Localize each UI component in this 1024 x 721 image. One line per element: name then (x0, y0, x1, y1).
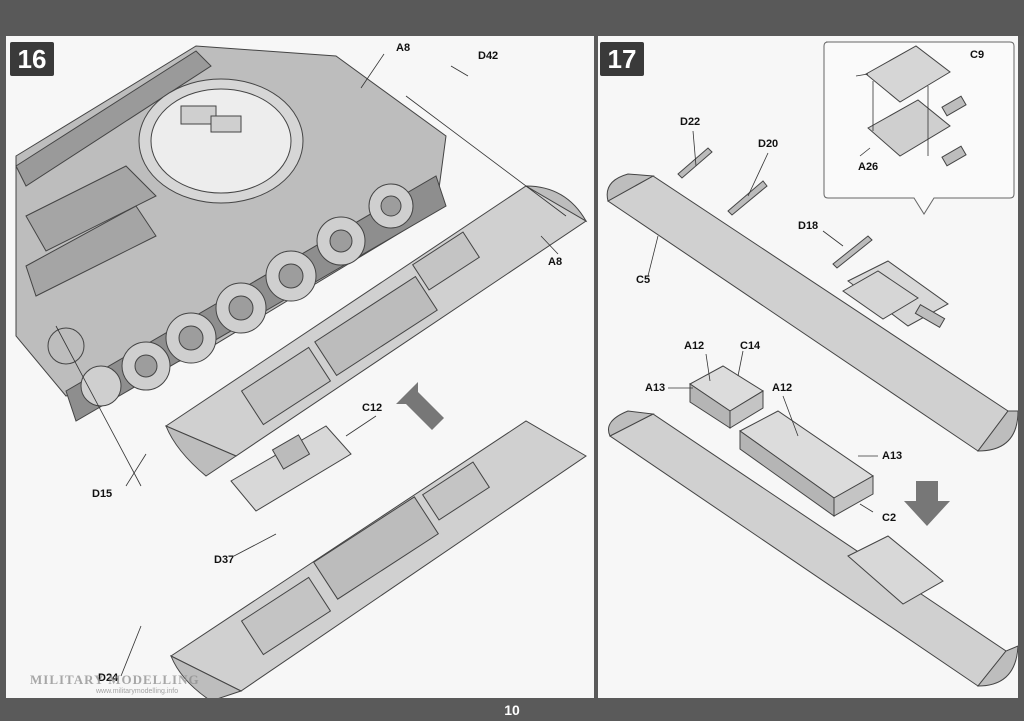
fender-upper-drawing (164, 185, 588, 477)
callout-c9: C9 (970, 49, 985, 61)
fender-c5-drawing (606, 173, 1018, 452)
callout-a8-top: A8 (396, 42, 411, 54)
callout-a12-right: A12 (772, 382, 793, 394)
callout-a13-right: A13 (882, 450, 903, 462)
tank-hull-drawing (15, 45, 447, 422)
callout-c14: C14 (740, 340, 761, 352)
watermark-url: www.militarymodelling.info (96, 688, 179, 695)
callout-d15: D15 (92, 488, 113, 500)
step-16-panel: 16 A8 D42 A8 C12 D15 D37 D24 (6, 36, 594, 698)
callout-c2: C2 (882, 512, 897, 524)
callout-d37: D37 (214, 554, 235, 566)
fender-lower-17-drawing (608, 410, 1018, 687)
top-margin-band (0, 0, 1024, 36)
step-16-badge: 16 (10, 42, 54, 76)
callout-a12-left: A12 (684, 340, 705, 352)
step-16-illustration (15, 45, 588, 698)
assembly-direction-arrow (396, 382, 444, 430)
step-17-badge: 17 (600, 42, 644, 76)
page-number: 10 (504, 702, 520, 718)
watermark-logo-text: MILITARY MODELLING (30, 672, 200, 687)
callout-d24: D24 (98, 672, 119, 684)
detail-inset-box (823, 41, 1015, 215)
fender-lower-drawing (170, 420, 587, 698)
step-17-panel: 17 C9 A26 D22 D20 D18 C5 A12 C14 A13 A12… (598, 36, 1018, 698)
callout-d20: D20 (758, 138, 779, 150)
callout-a26: A26 (858, 161, 879, 173)
callout-d18: D18 (798, 220, 819, 232)
step-17-illustration (606, 41, 1018, 687)
small-parts-drawing (677, 147, 873, 269)
leader-lines-17 (647, 73, 878, 513)
bottom-margin-band (0, 698, 1024, 721)
part-exhaust-upper-drawing (842, 270, 946, 329)
callout-c12: C12 (362, 402, 383, 414)
callout-d42: D42 (478, 50, 499, 62)
callout-d22: D22 (680, 116, 701, 128)
leader-lines-16 (55, 53, 567, 677)
callout-a13-left: A13 (645, 382, 666, 394)
callout-c5: C5 (636, 274, 651, 286)
part-c12-drawing (230, 425, 352, 512)
assembly-direction-arrow-down (904, 481, 950, 526)
part-c14-drawing (689, 365, 764, 429)
part-c2-drawing (739, 410, 874, 517)
callout-a8-side: A8 (548, 256, 563, 268)
